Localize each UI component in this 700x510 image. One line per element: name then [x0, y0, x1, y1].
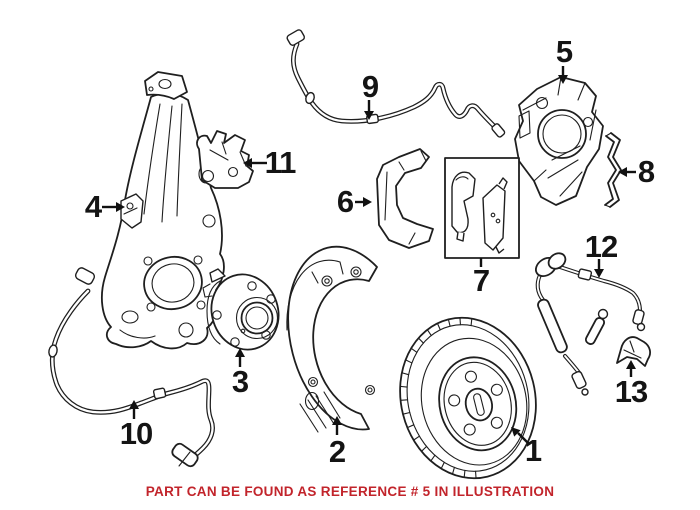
brake-hose-illustration — [534, 252, 646, 396]
wheel-hub-illustration — [202, 268, 280, 351]
ref-label-13: 13 — [614, 374, 648, 409]
brake-rotor-illustration — [399, 316, 537, 480]
wear-sensor-upper-illustration — [286, 29, 506, 138]
ref-label-9: 9 — [361, 69, 379, 104]
dust-shield-illustration — [286, 245, 378, 433]
retaining-spring-illustration — [604, 132, 622, 208]
wear-sensor-lower-illustration — [48, 267, 215, 468]
caption-text: PART CAN BE FOUND AS REFERENCE # 5 IN IL… — [145, 484, 555, 499]
brake-caliper-illustration — [514, 76, 604, 206]
ref-label-5: 5 — [555, 34, 573, 69]
caliper-bracket-illustration — [376, 148, 434, 249]
ref-label-11: 11 — [264, 145, 297, 180]
ref-label-2: 2 — [328, 434, 346, 469]
ref-label-3: 3 — [231, 364, 249, 399]
steering-knuckle-illustration — [100, 71, 225, 350]
hose-bracket-illustration — [616, 336, 651, 367]
ref-label-10: 10 — [119, 416, 153, 451]
ref-label-4: 4 — [84, 189, 102, 224]
small-bracket-illustration — [196, 130, 254, 189]
ref-label-6: 6 — [336, 184, 354, 219]
ref-label-7: 7 — [472, 263, 490, 298]
brake-pad-set-illustration — [444, 157, 520, 259]
ref-label-8: 8 — [637, 154, 655, 189]
ref-label-1: 1 — [524, 433, 542, 468]
ref-label-12: 12 — [584, 229, 618, 264]
reference-arrows — [102, 66, 636, 445]
